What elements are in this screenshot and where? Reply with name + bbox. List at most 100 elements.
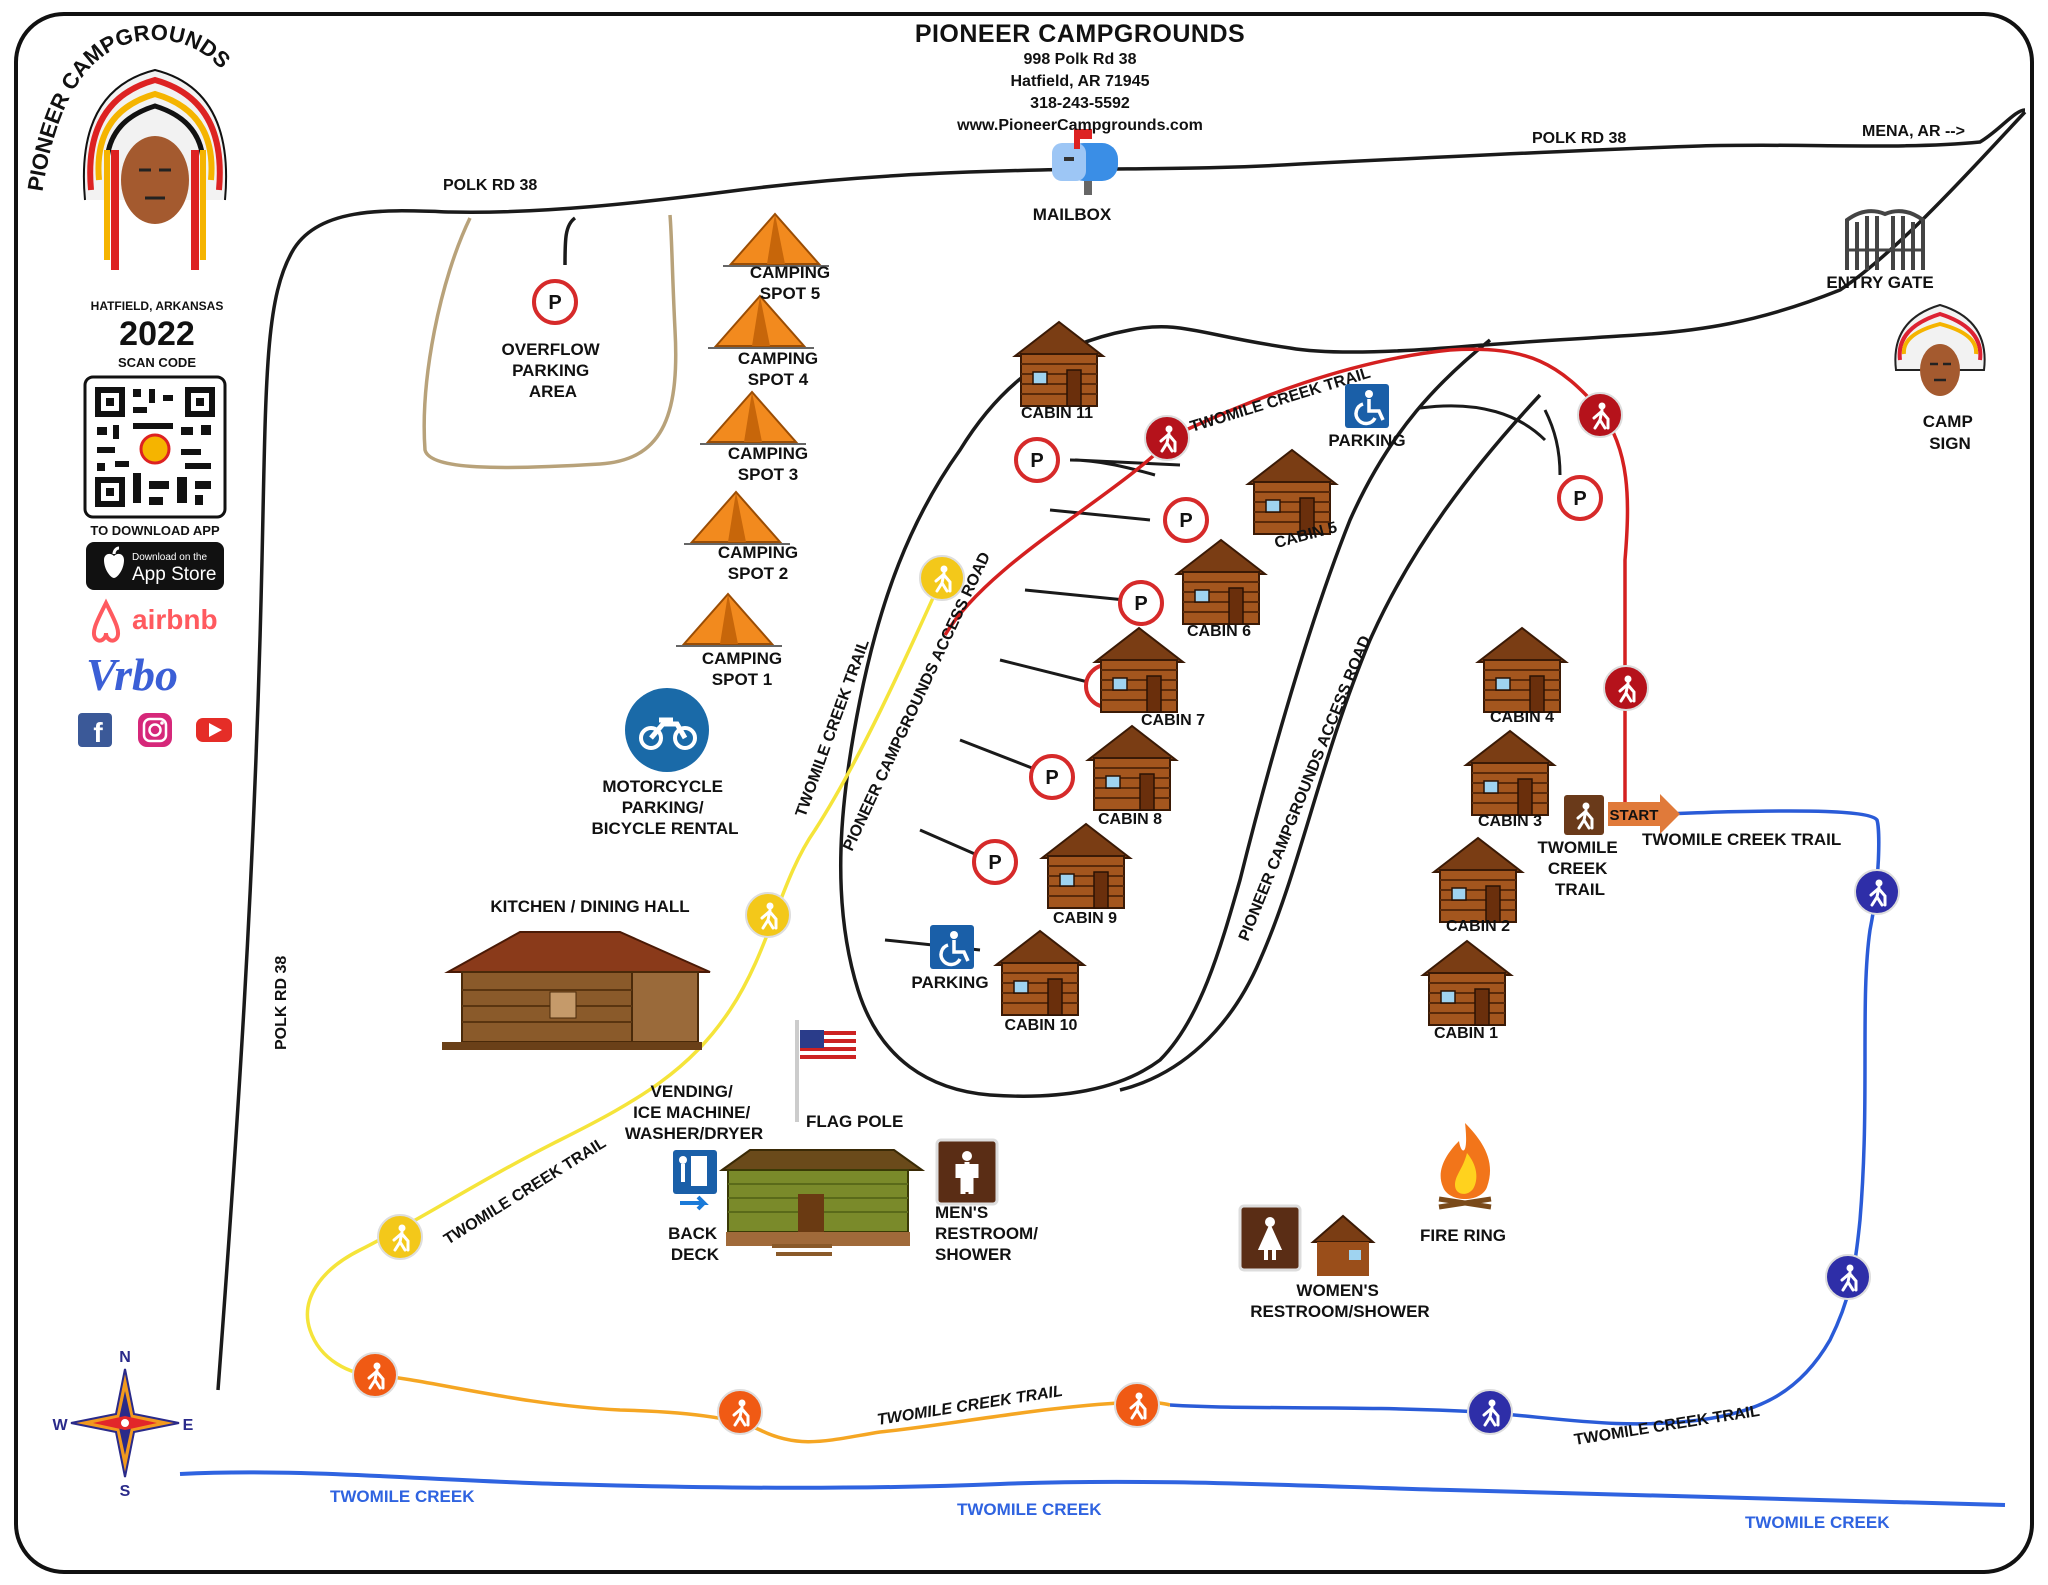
appstore-big: App Store: [132, 564, 217, 585]
svg-text:f: f: [93, 717, 103, 748]
cabin-label: CABIN 2: [1446, 918, 1510, 935]
phone: 318-243-5592: [1030, 95, 1130, 112]
trail-marker-red: [1603, 665, 1649, 711]
app-store-badge[interactable]: Download on the App Store: [86, 542, 224, 590]
airbnb-logo[interactable]: airbnb: [91, 598, 218, 643]
trail-marker-blue: [1467, 1389, 1513, 1435]
inner-loop-road: [1119, 393, 1542, 1092]
trail-marker-yellow: [919, 555, 965, 601]
appstore-small: Download on the: [132, 552, 207, 563]
map-frame: [14, 12, 2034, 1574]
cabin-label: CABIN 1: [1434, 1025, 1498, 1042]
trail-yellow: [305, 577, 944, 1377]
start-arrow: START: [1608, 794, 1680, 834]
qr-code-icon[interactable]: [83, 375, 227, 519]
trail-label: TWOMILE CREEK TRAIL: [1642, 830, 1841, 849]
trail-marker-red: [1577, 392, 1623, 438]
cabin-label: CABIN 6: [1187, 623, 1251, 640]
instagram-icon[interactable]: [138, 713, 172, 747]
start-label: START: [1610, 807, 1659, 824]
polk-rd-label: POLK RD 38: [443, 177, 537, 194]
polk-rd-label: POLK RD 38: [273, 956, 290, 1050]
website-link[interactable]: www.PioneerCampgrounds.com: [957, 117, 1203, 134]
mailbox-icon: [1052, 129, 1118, 195]
trail-marker-blue: [1854, 869, 1900, 915]
mens-restroom-label: MEN'S RESTROOM/ SHOWER: [935, 1203, 1043, 1264]
trail-start-label: TWOMILE CREEK TRAIL: [1538, 838, 1623, 899]
logo-icon: [82, 68, 228, 270]
trail-marker-red: [1144, 415, 1190, 461]
overflow-spur: [563, 216, 577, 266]
year: 2022: [119, 315, 195, 353]
download-caption: TO DOWNLOAD APP: [90, 523, 220, 538]
polk-rd-38: [216, 108, 2026, 1391]
camp-sign-icon: [1894, 303, 1986, 396]
parking-sign: [1014, 437, 1060, 483]
polk-rd-label: POLK RD 38: [1532, 130, 1626, 147]
header: PIONEER CAMPGROUNDS 998 Polk Rd 38 Hatfi…: [800, 20, 1360, 137]
compass-rose-icon: [70, 1368, 180, 1478]
cabin-label: CABIN 8: [1098, 811, 1162, 828]
parking-label: PARKING: [911, 973, 988, 992]
trail-marker-orange: [352, 1352, 398, 1398]
youtube-icon[interactable]: [196, 718, 232, 742]
cabin-label: CABIN 7: [1141, 712, 1205, 729]
compass-s: S: [120, 1483, 131, 1500]
trail-marker-blue: [1825, 1254, 1871, 1300]
compass-w: W: [52, 1417, 68, 1434]
motorcycle-icon: [625, 688, 709, 772]
accessible-parking-icon: [928, 923, 976, 971]
womens-bath-cabin-icon: [1310, 1214, 1376, 1276]
womens-restroom-icon: [1238, 1204, 1302, 1272]
compass-e: E: [183, 1417, 194, 1434]
facebook-icon[interactable]: f: [78, 713, 112, 748]
back-deck-label: BACK DECK: [668, 1224, 722, 1264]
parking-label: PARKING: [1328, 431, 1405, 450]
logo-location: HATFIELD, ARKANSAS: [91, 299, 224, 313]
trail-start-sign-icon: [1564, 795, 1604, 835]
creek-label: TWOMILE CREEK: [957, 1500, 1102, 1519]
address-line-2: Hatfield, AR 71945: [1010, 73, 1150, 90]
womens-restroom-label: WOMEN'S RESTROOM/SHOWER: [1250, 1281, 1429, 1321]
entry-gate-label: ENTRY GATE: [1826, 273, 1933, 292]
kitchen-dining-hall-icon: [442, 931, 711, 1050]
bath-house-icon: [718, 1149, 926, 1256]
twomile-creek: [179, 1470, 2006, 1507]
trail-marker-orange: [1114, 1382, 1160, 1428]
cabin-label: CABIN 11: [1021, 405, 1093, 422]
motorcycle-label: MOTORCYCLE PARKING/ BICYCLE RENTAL: [591, 777, 738, 838]
kitchen-label: KITCHEN / DINING HALL: [490, 897, 689, 916]
scan-code-label: SCAN CODE: [118, 355, 196, 370]
creek-label: TWOMILE CREEK: [1745, 1513, 1890, 1532]
parking-sign: [972, 839, 1018, 885]
parking-sign: [1118, 580, 1164, 626]
trail-marker-yellow: [377, 1214, 423, 1260]
creek-label: TWOMILE CREEK: [330, 1487, 475, 1506]
trail-red: [943, 347, 1630, 815]
parking-sign: [1029, 754, 1075, 800]
mailbox-label: MAILBOX: [1033, 205, 1112, 224]
airbnb-text: airbnb: [132, 604, 218, 635]
vending-label: VENDING/ ICE MACHINE/ WASHER/DRYER: [625, 1082, 763, 1143]
arrow-icon: [680, 1195, 709, 1211]
fire-ring-label: FIRE RING: [1420, 1226, 1506, 1245]
camp-sign-label: CAMP SIGN: [1923, 412, 1977, 453]
fire-ring-icon: [1438, 1123, 1492, 1210]
site-title: PIONEER CAMPGROUNDS: [914, 20, 1246, 48]
flag-pole-label: FLAG POLE: [806, 1112, 903, 1131]
compass-n: N: [119, 1349, 131, 1366]
trail-marker-yellow: [745, 892, 791, 938]
address-line-1: 998 Polk Rd 38: [1023, 51, 1137, 68]
mens-restroom-icon: [935, 1138, 999, 1206]
trail-marker-orange: [717, 1389, 763, 1435]
overflow-parking-label: OVERFLOW PARKING AREA: [502, 340, 605, 401]
parking-sign: [532, 279, 578, 325]
vrbo-logo[interactable]: Vrbo: [86, 649, 178, 700]
cabin-label: CABIN 3: [1478, 813, 1542, 830]
parking-sign: [1163, 497, 1209, 543]
vending-icon: [673, 1150, 717, 1194]
